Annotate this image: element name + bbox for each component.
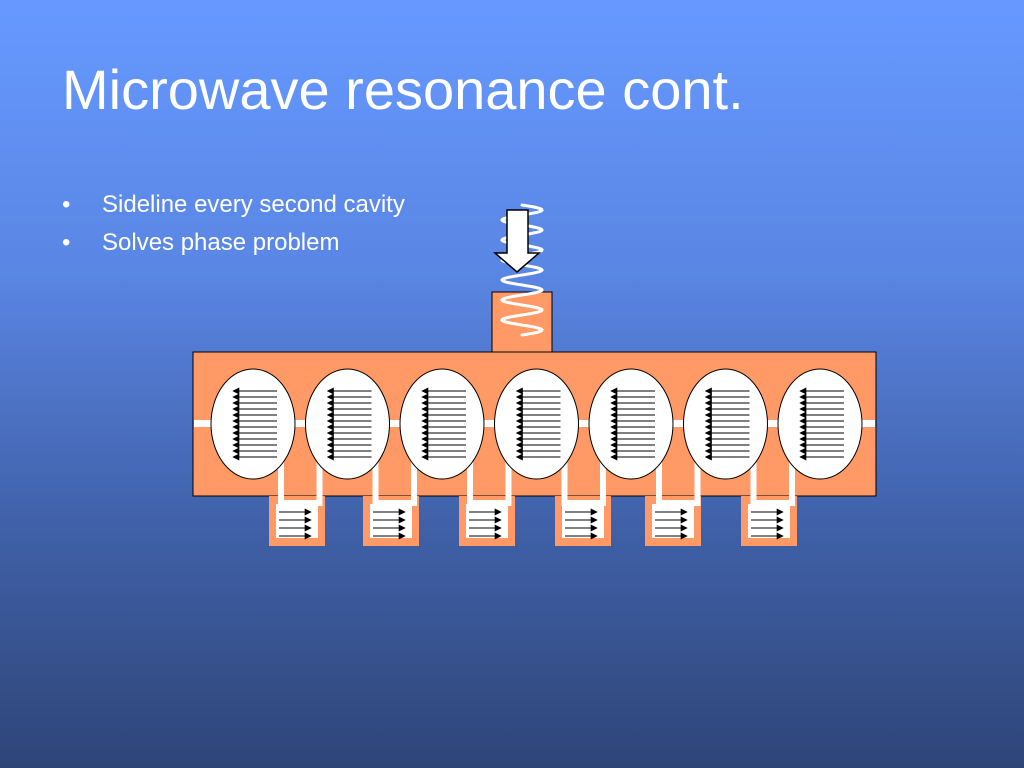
bullet-text: Sideline every second cavity xyxy=(102,191,405,218)
main-cavity-ellipse xyxy=(777,368,863,480)
main-cavity xyxy=(494,368,579,480)
main-cavity-ellipse xyxy=(305,368,390,480)
coupling-slot-overlay xyxy=(372,452,417,506)
side-cavity xyxy=(269,452,325,546)
main-cavity-ellipse xyxy=(588,368,674,480)
main-cavity-ellipse xyxy=(683,368,768,480)
side-cavity-interior xyxy=(370,504,412,538)
side-cavity-interior xyxy=(466,504,508,538)
bullet-glyph: • xyxy=(62,229,71,256)
side-cavity xyxy=(363,452,419,546)
coupling-slot-overlay xyxy=(278,452,323,506)
side-cavity xyxy=(741,452,797,546)
bullet-item: • Sideline every second cavity xyxy=(62,186,405,224)
input-power-arrow xyxy=(492,209,542,273)
side-cavity-interior xyxy=(748,504,790,538)
side-cavity xyxy=(459,452,515,546)
coupling-slot-overlay xyxy=(467,452,512,506)
side-cavity-interior xyxy=(562,504,604,538)
slide-title: Microwave resonance cont. xyxy=(62,58,744,121)
coupling-slot-overlay xyxy=(561,452,606,506)
incoming-wave xyxy=(500,203,544,337)
main-cavity xyxy=(305,368,390,480)
main-cavity xyxy=(683,368,768,480)
coupling-slot-overlay xyxy=(750,452,795,506)
bullet-item: • Solves phase problem xyxy=(62,224,405,262)
main-cavity xyxy=(399,368,485,480)
main-cavity xyxy=(210,368,296,480)
bullet-list: • Sideline every second cavity • Solves … xyxy=(62,186,405,262)
main-cavity xyxy=(588,368,674,480)
side-cavity xyxy=(555,452,611,546)
side-cavity-interior xyxy=(276,504,318,538)
main-cavity-ellipse xyxy=(399,368,485,480)
coupling-slot-overlay xyxy=(656,452,701,506)
side-cavity-interior xyxy=(652,504,694,538)
bullet-glyph: • xyxy=(62,191,71,218)
main-cavity xyxy=(777,368,863,480)
main-cavity-ellipse xyxy=(210,368,296,480)
bullet-text: Solves phase problem xyxy=(102,229,340,256)
side-cavity xyxy=(645,452,701,546)
main-cavity-ellipse xyxy=(494,368,579,480)
